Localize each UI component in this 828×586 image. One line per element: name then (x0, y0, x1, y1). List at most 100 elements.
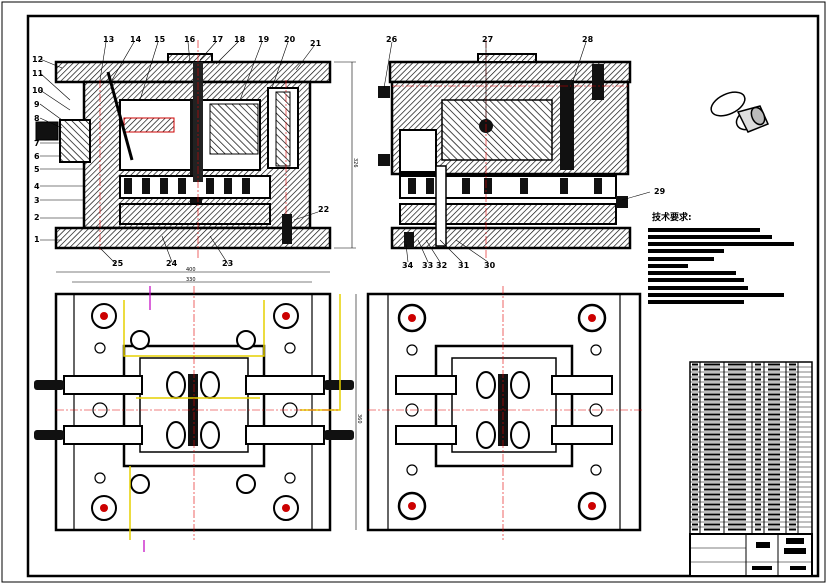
table-cell (789, 488, 796, 491)
table-cell (789, 438, 796, 441)
table-cell (728, 373, 746, 376)
table-cell (768, 393, 780, 396)
table-cell (728, 393, 746, 396)
plan-view-left: 400 330 (34, 267, 362, 552)
table-cell (789, 388, 796, 391)
table-cell (789, 473, 796, 476)
table-cell (755, 478, 761, 481)
table-cell (704, 433, 720, 436)
table-cell (704, 403, 720, 406)
table-cell (692, 518, 698, 521)
table-cell (692, 503, 698, 506)
table-cell (755, 378, 761, 381)
table-cell (768, 403, 780, 406)
callout-25: 25 (112, 259, 124, 268)
table-cell (704, 488, 720, 491)
table-cell (728, 418, 746, 421)
table-cell (755, 458, 761, 461)
table-cell (789, 398, 796, 401)
table-cell (728, 508, 746, 511)
table-cell (768, 458, 780, 461)
table-cell (755, 503, 761, 506)
table-cell (768, 448, 780, 451)
table-cell (768, 498, 780, 501)
table-cell (755, 433, 761, 436)
table-cell (755, 398, 761, 401)
table-cell (692, 483, 698, 486)
callout-3: 3 (34, 196, 40, 205)
table-cell (728, 498, 746, 501)
table-cell (789, 463, 796, 466)
callout-22: 22 (318, 205, 329, 214)
table-cell (692, 448, 698, 451)
table-cell (704, 443, 720, 446)
table-cell (692, 453, 698, 456)
table-cell (755, 468, 761, 471)
table-cell (692, 443, 698, 446)
front-section-view: 326 (35, 40, 358, 258)
table-cell (789, 418, 796, 421)
table-cell (755, 443, 761, 446)
table-cell (755, 403, 761, 406)
table-cell (768, 408, 780, 411)
table-cell (728, 368, 746, 371)
table-cell (768, 428, 780, 431)
callout-15: 15 (154, 35, 166, 44)
tech-req-title: 技术要求: (652, 211, 692, 223)
table-cell (789, 523, 796, 526)
table-cell (755, 388, 761, 391)
table-cell (789, 363, 796, 366)
table-cell (704, 518, 720, 521)
table-cell (704, 373, 720, 376)
table-cell (755, 493, 761, 496)
table-cell (692, 408, 698, 411)
table-cell (728, 523, 746, 526)
table-cell (789, 508, 796, 511)
table-cell (728, 443, 746, 446)
plan-view-right (366, 286, 642, 540)
callout-12: 12 (32, 55, 43, 64)
title-block (689, 533, 813, 577)
callout-6: 6 (34, 152, 40, 161)
callout-28: 28 (582, 35, 594, 44)
table-cell (728, 518, 746, 521)
table-cell (704, 418, 720, 421)
table-cell (755, 498, 761, 501)
table-cell (704, 498, 720, 501)
table-cell (789, 448, 796, 451)
table-cell (728, 478, 746, 481)
table-cell (692, 438, 698, 441)
table-cell (704, 363, 720, 366)
table-cell (692, 368, 698, 371)
callout-30: 30 (484, 261, 496, 270)
table-cell (692, 428, 698, 431)
table-cell (704, 393, 720, 396)
table-cell (768, 418, 780, 421)
table-cell (755, 383, 761, 386)
table-cell (755, 523, 761, 526)
table-cell (704, 413, 720, 416)
table-cell (704, 378, 720, 381)
side-section-view (378, 40, 632, 258)
table-cell (692, 478, 698, 481)
table-cell (704, 453, 720, 456)
table-cell (692, 528, 698, 531)
table-cell (789, 408, 796, 411)
table-cell (728, 378, 746, 381)
table-cell (789, 373, 796, 376)
table-cell (728, 428, 746, 431)
table-cell (692, 473, 698, 476)
table-cell (768, 453, 780, 456)
table-cell (768, 528, 780, 531)
table-cell (704, 458, 720, 461)
callout-27: 27 (482, 35, 493, 44)
callout-17: 17 (212, 35, 223, 44)
table-cell (768, 468, 780, 471)
callout-5: 5 (34, 165, 40, 174)
callout-29: 29 (654, 187, 666, 196)
table-cell (692, 458, 698, 461)
table-cell (704, 428, 720, 431)
callout-7: 7 (34, 139, 40, 148)
table-cell (728, 503, 746, 506)
